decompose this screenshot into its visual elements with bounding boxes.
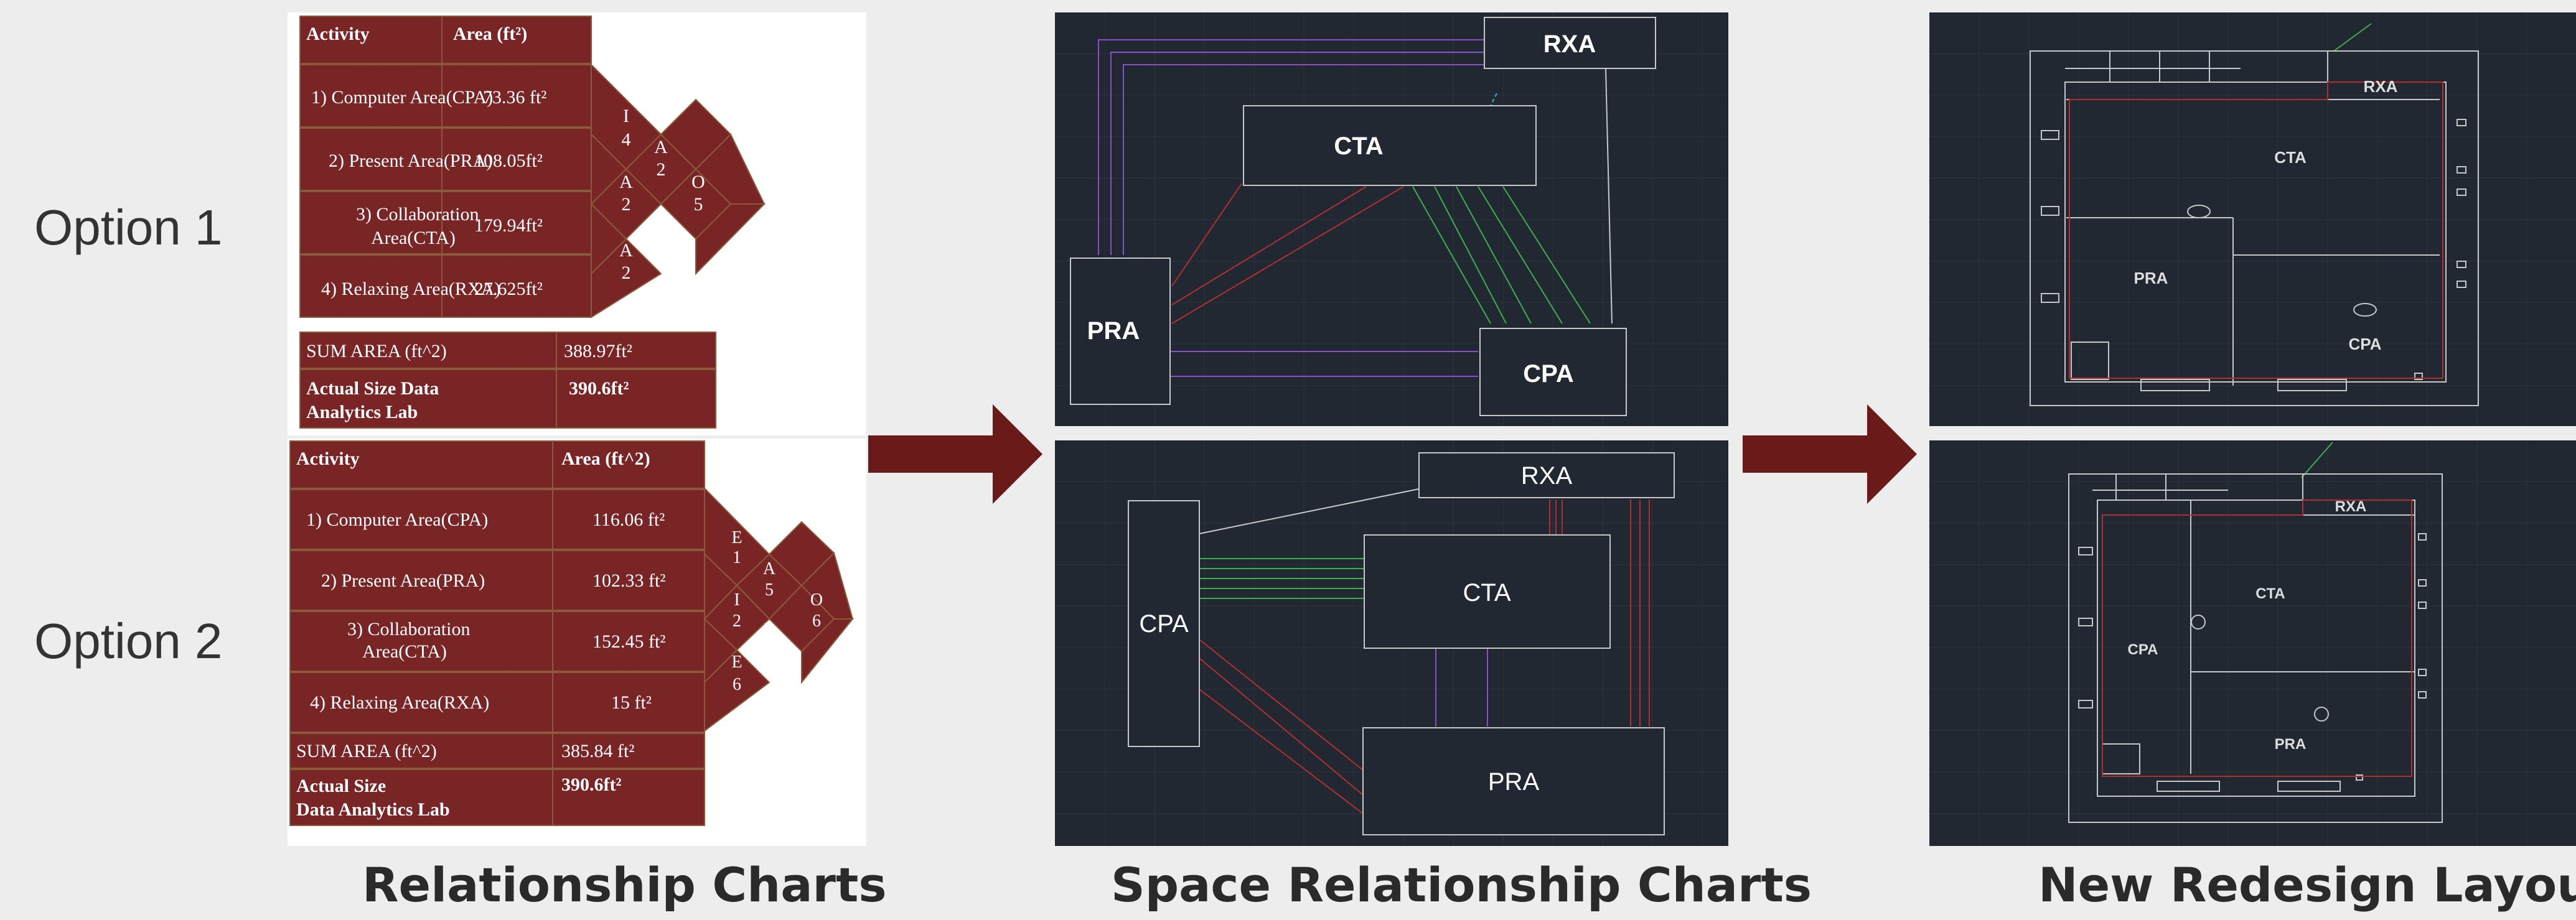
arrow-right-icon (1743, 404, 1917, 504)
row-pra-label: 2) Present Area(PRA) (329, 151, 492, 171)
room-cta: CTA (2274, 148, 2307, 167)
header-area: Area (ft²) (453, 24, 527, 44)
redesign-layout-option-2: RXA CTA CPA PRA (1929, 440, 2576, 846)
sum-area-value: 388.97ft² (564, 341, 632, 361)
node-cpa: CPA (1139, 610, 1189, 638)
row-rxa-area: 15 ft² (611, 692, 652, 713)
caption-relationship-charts: Relationship Charts (362, 857, 887, 913)
option-1-label: Option 1 (34, 200, 223, 255)
header-activity: Activity (306, 24, 370, 44)
header-area: Area (ft^2) (561, 448, 650, 469)
code-2-4-number: 6 (765, 641, 774, 661)
code-1-3-letter: A (763, 559, 776, 578)
code-2-3-letter: A (619, 172, 633, 192)
code-1-4-letter: O (810, 590, 823, 610)
arrow-right-icon (868, 404, 1042, 504)
node-cpa: CPA (1523, 360, 1573, 388)
code-1-2-number: 4 (622, 129, 631, 150)
caption-new-redesign-layouts: New Redesign Layouts (2038, 857, 2576, 913)
code-1-3-number: 2 (657, 159, 666, 180)
row-cta-label-1: 3) Collaboration (347, 619, 470, 639)
room-cpa: CPA (2128, 641, 2158, 658)
code-1-4-letter: O (691, 172, 705, 192)
room-cta: CTA (2255, 585, 2285, 602)
row-cta-label-2: Area(CTA) (371, 228, 456, 248)
actual-size-label-2: Analytics Lab (306, 402, 418, 422)
code-1-3-letter: A (654, 137, 668, 157)
code-3-4-number: 6 (733, 675, 741, 694)
actual-size-value: 390.6ft² (569, 378, 629, 399)
actual-size-label-1: Actual Size Data (306, 378, 439, 399)
code-1-4-number: 5 (694, 194, 703, 215)
header-activity: Activity (296, 448, 360, 469)
sum-area-value: 385.84 ft² (561, 741, 634, 761)
code-3-4-letter: A (619, 240, 633, 261)
code-1-2-letter: E (731, 528, 742, 547)
row-cpa-label: 1) Computer Area(CPA) (311, 87, 493, 108)
code-3-4-number: 2 (622, 263, 631, 283)
row-rxa-area: 27.625ft² (474, 279, 543, 299)
actual-size-label-2: Data Analytics Lab (296, 799, 450, 820)
caption-space-relationship-charts: Space Relationship Charts (1111, 857, 1812, 913)
code-2-3-letter: I (734, 590, 739, 610)
code-2-4-letter: E (764, 620, 774, 639)
actual-size-label-1: Actual Size (296, 776, 386, 796)
code-1-4-number: 6 (812, 611, 821, 631)
space-relationship-chart-option-2: RXA CTA CPA PRA (1055, 440, 1728, 846)
actual-size-value: 390.6ft² (561, 774, 621, 795)
node-pra: PRA (1087, 317, 1140, 345)
row-rxa-label: 4) Relaxing Area(RXA) (310, 692, 489, 713)
code-2-3-number: 2 (622, 194, 631, 215)
redesign-layout-option-1: RXA CTA PRA CPA (1929, 12, 2576, 426)
row-cta-area: 152.45 ft² (592, 631, 665, 652)
node-cta: CTA (1334, 132, 1383, 160)
row-cta-label-2: Area(CTA) (362, 641, 447, 662)
sum-area-label: SUM AREA (ft^2) (296, 741, 437, 761)
room-rxa: RXA (2335, 498, 2367, 515)
node-rxa: RXA (1521, 462, 1573, 490)
row-pra-area: 102.33 ft² (592, 570, 665, 591)
code-2-3-number: 2 (733, 611, 741, 631)
row-pra-label: 2) Present Area(PRA) (321, 570, 485, 591)
sum-area-label: SUM AREA (ft^2) (306, 341, 447, 361)
code-3-4-letter: E (731, 653, 742, 672)
code-1-3-number: 5 (765, 580, 774, 600)
relationship-chart-option-1: Activity Area (ft²) 1) Computer Area(CPA… (288, 12, 866, 435)
row-cpa-label: 1) Computer Area(CPA) (306, 509, 488, 530)
node-rxa: RXA (1543, 30, 1596, 58)
option-2-label: Option 2 (34, 613, 223, 669)
code-2-4-number: 3 (657, 228, 666, 248)
row-cta-area: 179.94ft² (474, 215, 543, 236)
code-1-2-number: 1 (733, 548, 741, 567)
row-cpa-area: 116.06 ft² (592, 509, 665, 530)
room-pra: PRA (2134, 269, 2168, 287)
row-pra-area: 108.05ft² (474, 151, 543, 171)
room-rxa: RXA (2364, 77, 2398, 96)
row-cpa-area: 73.36 ft² (483, 87, 546, 108)
node-pra: PRA (1488, 768, 1540, 796)
row-rxa-label: 4) Relaxing Area(RXA) (321, 279, 500, 299)
code-1-2-letter: I (623, 106, 629, 126)
space-relationship-chart-option-1: RXA CTA PRA CPA (1055, 12, 1728, 426)
relationship-chart-option-2: Activity Area (ft^2) 1) Computer Area(CP… (288, 439, 866, 846)
room-cpa: CPA (2349, 335, 2382, 353)
row-cta-label-1: 3) Collaboration (356, 204, 479, 225)
room-pra: PRA (2275, 736, 2307, 753)
node-cta: CTA (1463, 579, 1510, 606)
code-2-4-letter: I (658, 204, 664, 225)
